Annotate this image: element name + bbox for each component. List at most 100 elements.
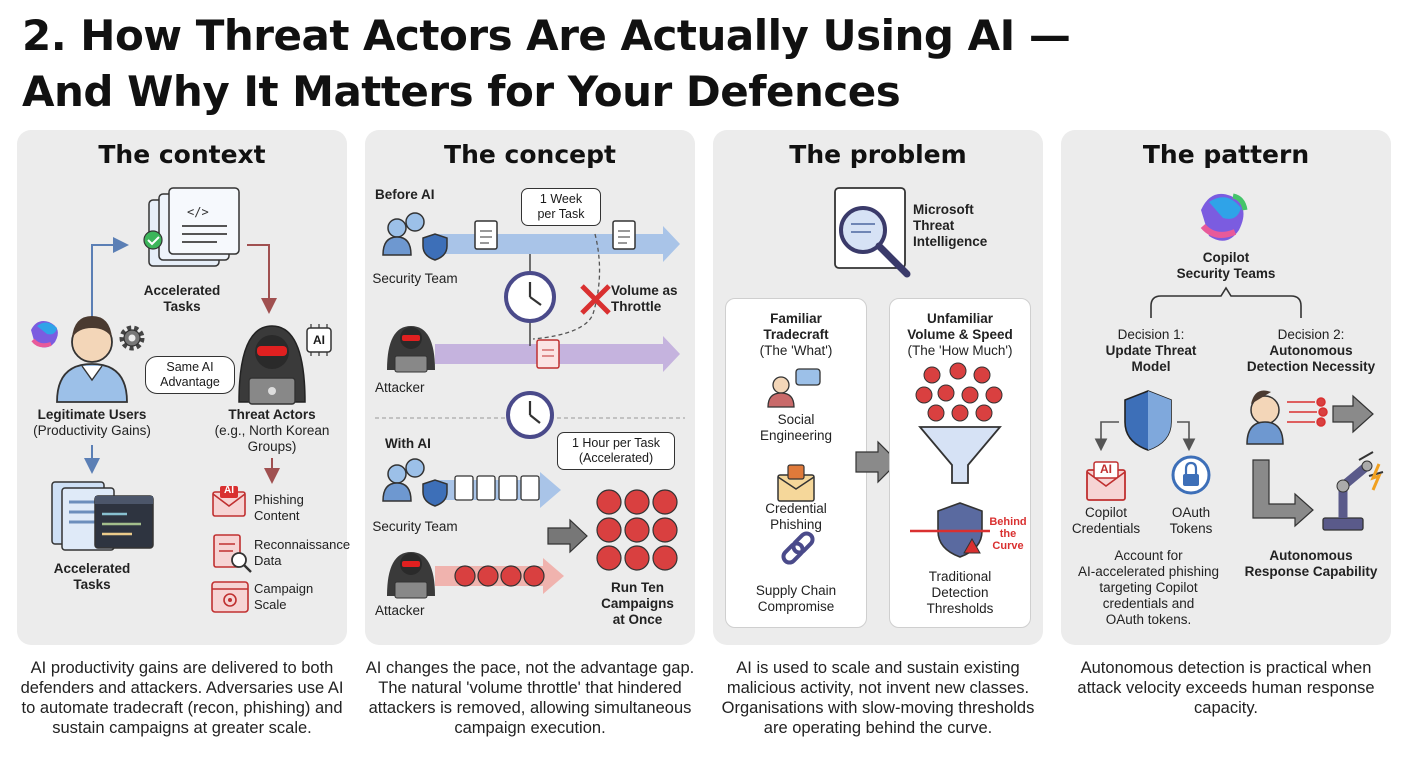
account-for-label: Account for AI-accelerated phishing targ…	[1077, 548, 1220, 627]
unfamiliar-subtitle: (The 'How Much')	[907, 343, 1013, 358]
with-ai-label: With AI	[385, 436, 431, 451]
social-engineering-icon	[767, 368, 821, 408]
shield-icon	[1124, 390, 1172, 451]
credential-phishing-icon	[777, 464, 815, 502]
document-stack-icon	[454, 475, 540, 501]
problem-caption: AI is used to scale and sustain existing…	[721, 659, 1035, 737]
accelerated-tasks-bottom-label: Accelerated Tasks	[53, 561, 131, 592]
ai-mail-icon	[1086, 461, 1126, 501]
panel-heading: The concept	[444, 140, 616, 169]
right-arrow-icon	[1332, 394, 1374, 434]
lock-icon	[1171, 455, 1211, 495]
volume-throttle-label: Volume as Throttle	[611, 283, 678, 314]
copilot-logo-icon	[1200, 193, 1248, 241]
copilot-credentials-label: Copilot Credentials	[1071, 505, 1141, 536]
threat-intelligence-icon	[834, 187, 911, 278]
security-team-label-2: Security Team	[372, 519, 458, 534]
supply-chain-link-icon	[781, 531, 815, 565]
unfamiliar-title: Unfamiliar Volume & Speed	[907, 311, 1013, 342]
code-document-icon: </>	[143, 187, 240, 267]
panel-context: The context </>	[17, 130, 351, 645]
concept-caption: AI changes the pace, not the advantage g…	[365, 659, 695, 737]
hour-per-task-bubble: 1 Hour per Task (Accelerated)	[557, 432, 675, 470]
gear-icon	[119, 325, 145, 351]
context-diagram: </>	[31, 187, 332, 613]
right-arrow-icon	[547, 518, 588, 554]
concept-diagram	[375, 212, 685, 599]
ai-chip-icon	[306, 324, 332, 356]
decision-2-number: Decision 2:	[1277, 327, 1345, 342]
copilot-logo-icon	[31, 321, 58, 348]
decision-1-label: Decision 1: Update Threat Model	[1081, 327, 1221, 375]
microsoft-threat-intelligence-label: Microsoft Threat Intelligence	[913, 202, 988, 249]
run-ten-campaigns-label: Run Ten Campaigns at Once	[601, 580, 674, 627]
campaign-scale-label: Campaign Scale	[254, 581, 314, 612]
panel-pattern: The pattern	[1061, 130, 1391, 645]
code-files-icon	[51, 481, 154, 551]
document-icon	[474, 220, 498, 250]
fast-threats-icon	[1287, 397, 1328, 427]
traditional-thresholds-label: Traditional Detection Thresholds	[926, 569, 994, 616]
panel-heading: The context	[98, 140, 266, 169]
decision-1-number: Decision 1:	[1117, 327, 1185, 342]
week-per-task-bubble: 1 Week per Task	[521, 188, 601, 226]
attacker-icon	[387, 326, 435, 373]
security-team-icon	[382, 212, 448, 261]
reconnaissance-data-label: Reconnaissance Data	[254, 537, 351, 568]
panel-heading: The problem	[789, 140, 967, 169]
ten-campaigns-icon	[596, 489, 678, 571]
threat-cluster-icon	[915, 362, 1003, 422]
unfamiliar-header: Unfamiliar Volume & Speed (The 'How Much…	[890, 311, 1030, 359]
page-title: 2. How Threat Actors Are Actually Using …	[22, 8, 1122, 120]
threat-actors-subtitle: (e.g., North Korean Groups)	[214, 423, 330, 454]
funnel-icon	[918, 426, 1002, 484]
threat-actors-label: Threat Actors (e.g., North Korean Groups…	[207, 407, 337, 455]
turn-arrow-icon	[1252, 459, 1314, 528]
clock-icon	[506, 391, 554, 439]
red-document-icon	[536, 339, 560, 369]
autonomous-response-label: Autonomous Response Capability	[1244, 548, 1378, 579]
accelerated-tasks-top-label: Accelerated Tasks	[143, 283, 221, 314]
social-engineering-label: Social Engineering	[759, 412, 833, 443]
reconnaissance-icon	[213, 534, 252, 573]
credential-phishing-label: Credential Phishing	[765, 501, 827, 532]
clock-icon	[504, 271, 556, 323]
security-team-fast-arrow	[435, 472, 561, 508]
shield-warning-icon	[910, 502, 990, 558]
pattern-diagram	[1086, 193, 1384, 531]
threat-actor-icon	[238, 325, 306, 405]
ai-chip-label: AI	[313, 333, 325, 347]
decision-2-label: Decision 2: Autonomous Detection Necessi…	[1231, 327, 1391, 375]
legitimate-users-subtitle: (Productivity Gains)	[33, 423, 151, 438]
unfamiliar-volume-card: Unfamiliar Volume & Speed (The 'How Much…	[889, 298, 1031, 628]
throttle-x-icon	[580, 284, 611, 315]
campaign-icons-row	[454, 565, 545, 587]
decision-2-title: Autonomous Detection Necessity	[1246, 343, 1376, 374]
attacker-icon	[387, 552, 435, 599]
same-ai-advantage-bubble: Same AI Advantage	[145, 356, 235, 394]
familiar-header: Familiar Tradecraft (The 'What')	[726, 311, 866, 359]
supply-chain-label: Supply Chain Compromise	[755, 583, 837, 614]
overwhelmed-analyst-icon	[1246, 390, 1284, 445]
panel-heading: The pattern	[1142, 140, 1310, 169]
campaign-scale-icon	[211, 581, 249, 613]
legitimate-users-title: Legitimate Users	[37, 407, 147, 422]
phishing-ai-label: AI	[224, 485, 234, 496]
legitimate-user-icon	[56, 316, 128, 403]
phishing-content-label: Phishing Content	[254, 492, 304, 523]
behind-the-curve-label: Behind the Curve	[989, 516, 1027, 552]
oauth-tokens-label: OAuth Tokens	[1169, 505, 1213, 536]
security-team-timeline-arrow	[435, 226, 680, 262]
title-line-1: 2. How Threat Actors Are Actually Using …	[22, 11, 1071, 60]
security-team-label-1: Security Team	[372, 271, 458, 286]
familiar-icons	[767, 368, 821, 565]
pattern-caption: Autonomous detection is practical when a…	[1077, 659, 1375, 717]
attacker-fast-arrow	[435, 558, 564, 594]
svg-text:</>: </>	[187, 205, 209, 219]
copilot-mail-ai-label: AI	[1100, 462, 1112, 476]
familiar-tradecraft-card: Familiar Tradecraft (The 'What') Social …	[725, 298, 867, 628]
context-caption: AI productivity gains are delivered to b…	[20, 659, 344, 737]
robot-arm-icon	[1322, 451, 1384, 531]
attacker-label-1: Attacker	[375, 380, 425, 395]
panel-problem: The problem Microsoft Threat Intelligenc…	[713, 130, 1043, 645]
